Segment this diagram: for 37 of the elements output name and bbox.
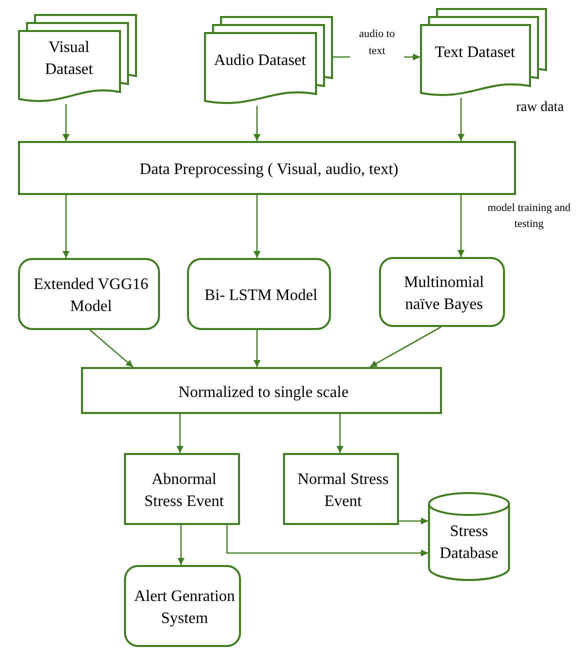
arrow	[62, 104, 70, 141]
node-label: Abnormal Stress Event	[143, 470, 225, 512]
arrow	[90, 330, 134, 368]
annotation-text: raw data	[515, 100, 565, 116]
node-label: Visual Dataset	[44, 38, 94, 80]
arrow	[458, 195, 464, 257]
node-label: Multinomial naïve Bayes	[403, 273, 485, 315]
process-box	[18, 141, 516, 195]
annotation-text: model training and testing	[486, 201, 572, 232]
process-box	[81, 367, 442, 414]
arrow	[458, 98, 464, 141]
process-box	[124, 453, 240, 525]
arrow	[226, 525, 428, 556]
node-label: Stress Database	[438, 522, 500, 564]
arrow	[370, 326, 442, 368]
arrow	[399, 518, 428, 524]
node-label: Normalized to single scale	[178, 382, 349, 402]
process-box	[124, 565, 241, 647]
arrow	[178, 525, 184, 565]
node-label: Audio Dataset	[214, 51, 306, 71]
process-box	[187, 258, 331, 330]
node-label: Alert Genration System	[134, 587, 235, 629]
arrow	[62, 195, 70, 258]
process-box	[379, 257, 505, 327]
process-box	[283, 453, 399, 525]
arrow	[176, 414, 184, 453]
node-label: Text Dataset	[434, 43, 516, 63]
edge-label: audio to text	[350, 26, 404, 60]
node-label: Extended VGG16 Model	[32, 275, 150, 317]
arrow	[254, 330, 260, 367]
arrow	[336, 414, 344, 453]
arrow	[254, 195, 260, 258]
arrow	[254, 106, 260, 141]
node-label: Data Preprocessing ( Visual, audio, text)	[140, 160, 398, 180]
process-box	[18, 258, 160, 330]
node-label: Bi- LSTM Model	[204, 286, 318, 306]
node-label: Normal Stress Event	[296, 470, 390, 512]
